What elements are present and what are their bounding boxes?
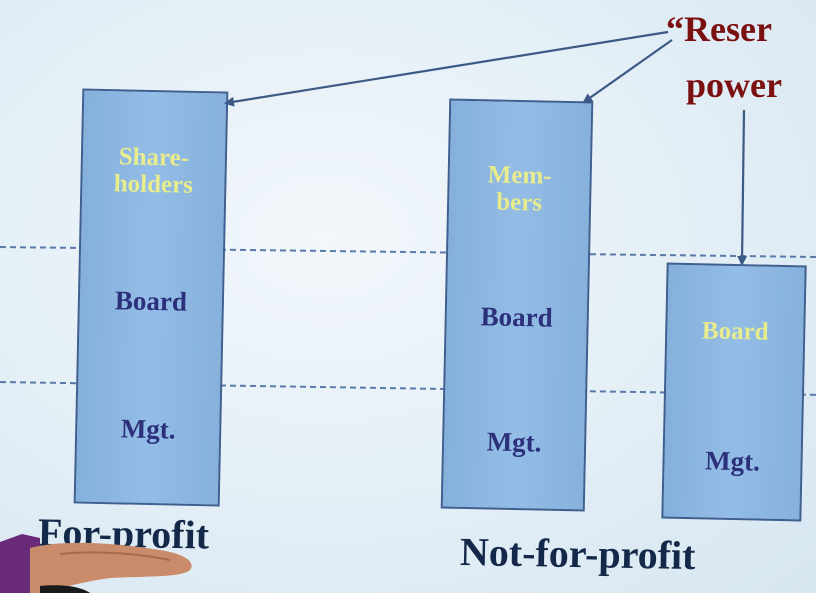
reserved-powers-line1: “Reser (666, 9, 772, 49)
board-only-mgt-label: Mgt. (704, 445, 761, 477)
arrow-to-shareholders (224, 30, 669, 107)
arrow-to-board (737, 109, 748, 266)
for-profit-mgt-label: Mgt. (120, 413, 176, 445)
shareholders-label: Share-holders (113, 143, 194, 199)
presenter-hand-image (0, 534, 192, 593)
members-mgt-label: Mgt. (486, 426, 542, 458)
arrow-to-members (582, 39, 673, 104)
for-profit-column: Share-holders Board Mgt. (73, 88, 229, 507)
board-only-column: Board Mgt. (661, 262, 807, 522)
members-column: Mem-bers Board Mgt. (440, 98, 594, 512)
not-for-profit-caption: Not-for-profit (459, 528, 696, 579)
members-label: Mem-bers (487, 161, 552, 217)
reserved-powers-line2: power (686, 65, 782, 105)
members-board-label: Board (480, 301, 554, 333)
reserved-board-label: Board (701, 317, 769, 346)
for-profit-board-label: Board (114, 285, 188, 317)
